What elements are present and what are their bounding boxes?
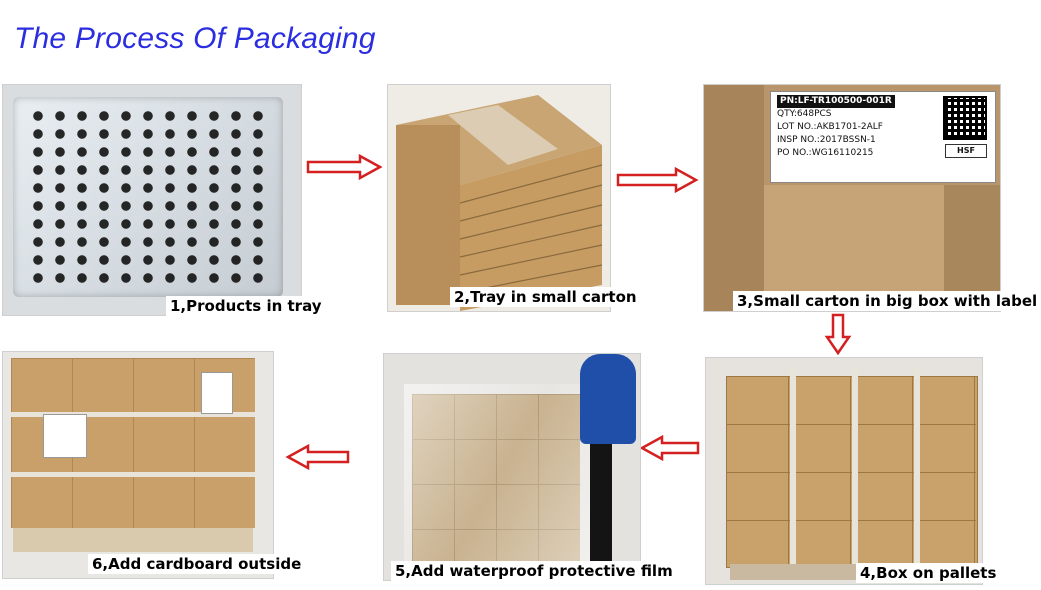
page-title: The Process Of Packaging	[14, 22, 376, 55]
step-5-caption: 5,Add waterproof protective film	[391, 561, 677, 581]
step-6-caption: 6,Add cardboard outside	[88, 554, 306, 574]
right-arrow-icon	[306, 153, 383, 181]
step-4-caption: 4,Box on pallets	[856, 563, 1001, 583]
qr-code-icon	[943, 96, 987, 140]
box-on-pallets-photo	[705, 357, 983, 585]
step-3-caption: 3,Small carton in big box with label	[733, 291, 1041, 311]
step-1-caption: 1,Products in tray	[166, 296, 326, 316]
down-arrow-icon	[824, 313, 852, 356]
label-part-number: PN:LF-TR100500-001R	[777, 95, 895, 108]
label-po: PO NO.:WG16110215	[777, 148, 874, 158]
waterproof-film-photo	[383, 353, 641, 581]
label-lot: LOT NO.:AKB1701-2ALF	[777, 122, 883, 132]
small-carton-in-big-box-photo: PN:LF-TR100500-001R QTY:648PCS LOT NO.:A…	[703, 84, 1001, 312]
right-arrow-icon	[616, 166, 699, 194]
label-qty: QTY:648PCS	[777, 109, 832, 119]
label-insp: INSP NO.:2017BSSN-1	[777, 135, 876, 145]
left-arrow-icon	[285, 443, 350, 471]
cardboard-outside-photo	[2, 351, 274, 579]
products-in-tray-photo	[2, 84, 302, 316]
left-arrow-icon	[639, 434, 700, 462]
label-brand: HSF	[945, 144, 987, 158]
step-2-caption: 2,Tray in small carton	[450, 287, 641, 307]
tray-in-small-carton-photo	[387, 84, 611, 312]
tray	[13, 97, 283, 297]
carton-stack-illustration	[396, 95, 603, 311]
shipping-label: PN:LF-TR100500-001R QTY:648PCS LOT NO.:A…	[770, 91, 996, 183]
